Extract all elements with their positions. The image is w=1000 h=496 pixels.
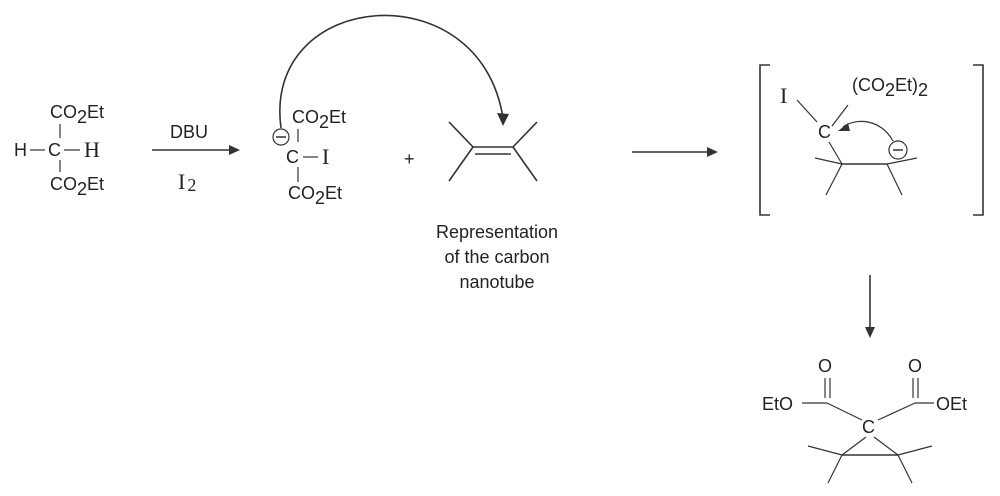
right-ester-group: OEt <box>936 394 967 414</box>
electron-push-arrow <box>842 120 894 142</box>
right-bracket <box>973 64 984 216</box>
product-center-carbon: C <box>862 417 875 437</box>
iodomalonate-iodine: I <box>322 144 329 169</box>
malonate-center-atom: C <box>48 140 61 160</box>
caption-line-1: Representation <box>436 222 558 242</box>
negative-charge-icon <box>272 128 290 146</box>
curved-attack-arrow <box>279 14 509 129</box>
left-bracket <box>759 64 770 216</box>
cyclopropane-product: O O EtO OEt C <box>762 356 967 484</box>
step3-arrow <box>865 275 875 338</box>
iodomalonate-top-group: CO2Et <box>292 107 346 132</box>
malonate-left-atom: H <box>14 140 27 160</box>
intermediate-charge-icon <box>888 140 908 160</box>
intermediate-iodine: I <box>780 83 787 108</box>
step2-arrow <box>632 147 718 157</box>
iodomalonate-bottom-group: CO2Et <box>288 183 342 208</box>
plus-sign: + <box>404 149 415 169</box>
malonate-top-group: CO2Et <box>50 102 104 127</box>
iodomalonate-center-atom: C <box>286 147 299 167</box>
iodomalonate-anion: CO2Et C I CO2Et <box>272 107 346 208</box>
nanotube-double-bond <box>448 121 538 182</box>
caption-line-3: nanotube <box>459 272 534 292</box>
left-ester-group: EtO <box>762 394 793 414</box>
right-carbonyl-oxygen: O <box>908 356 922 376</box>
intermediate-substituent: (CO2Et)2 <box>852 75 928 100</box>
diethyl-malonate: CO2Et H C H CO2Et <box>14 102 104 199</box>
malonate-right-atom: H <box>84 137 100 162</box>
left-carbonyl-oxygen: O <box>818 356 832 376</box>
intermediate: I C (CO2Et)2 <box>759 64 984 216</box>
reagent-dbu: DBU <box>170 122 208 142</box>
nanotube-caption: Representation of the carbon nanotube <box>436 222 558 292</box>
intermediate-carbon: C <box>818 122 831 142</box>
malonate-bottom-group: CO2Et <box>50 174 104 199</box>
caption-line-2: of the carbon <box>444 247 549 267</box>
